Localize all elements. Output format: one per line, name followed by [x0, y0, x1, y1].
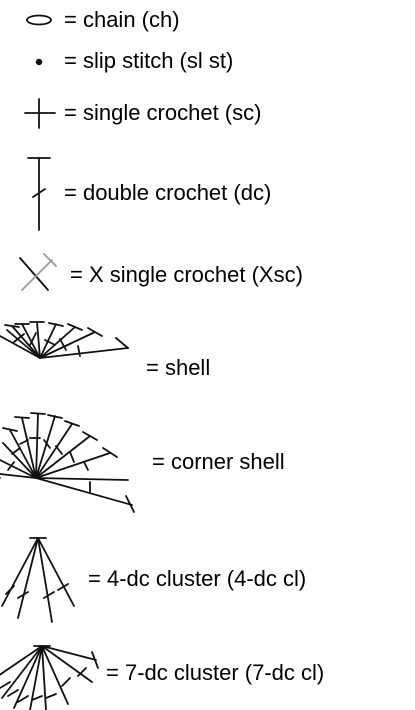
double-crochet-label: = double crochet (dc): [64, 180, 272, 205]
shell-label: = shell: [146, 355, 211, 380]
single-crochet-symbol-icon: [24, 98, 56, 129]
corner-shell-label: = corner shell: [152, 449, 285, 474]
single-crochet-label: = single crochet (sc): [64, 100, 262, 125]
x-single-crochet-label: = X single crochet (Xsc): [70, 262, 303, 287]
chain-label: = chain (ch): [64, 7, 180, 32]
7dc-cluster-symbol-icon: [0, 645, 99, 710]
double-crochet-symbol-icon: [27, 157, 51, 231]
slip-stitch-label: = slip stitch (sl st): [64, 48, 234, 73]
chain-symbol-icon: [26, 14, 52, 26]
4dc-cluster-symbol-icon: [1, 537, 75, 623]
x-single-crochet-symbol-icon: [19, 253, 57, 291]
shell-symbol-icon: [0, 321, 129, 359]
7dc-cluster-label: = 7-dc cluster (7-dc cl): [106, 660, 325, 685]
slip-stitch-symbol-icon: [35, 58, 43, 66]
4dc-cluster-label: = 4-dc cluster (4-dc cl): [88, 566, 307, 591]
corner-shell-symbol-icon: [0, 412, 135, 513]
